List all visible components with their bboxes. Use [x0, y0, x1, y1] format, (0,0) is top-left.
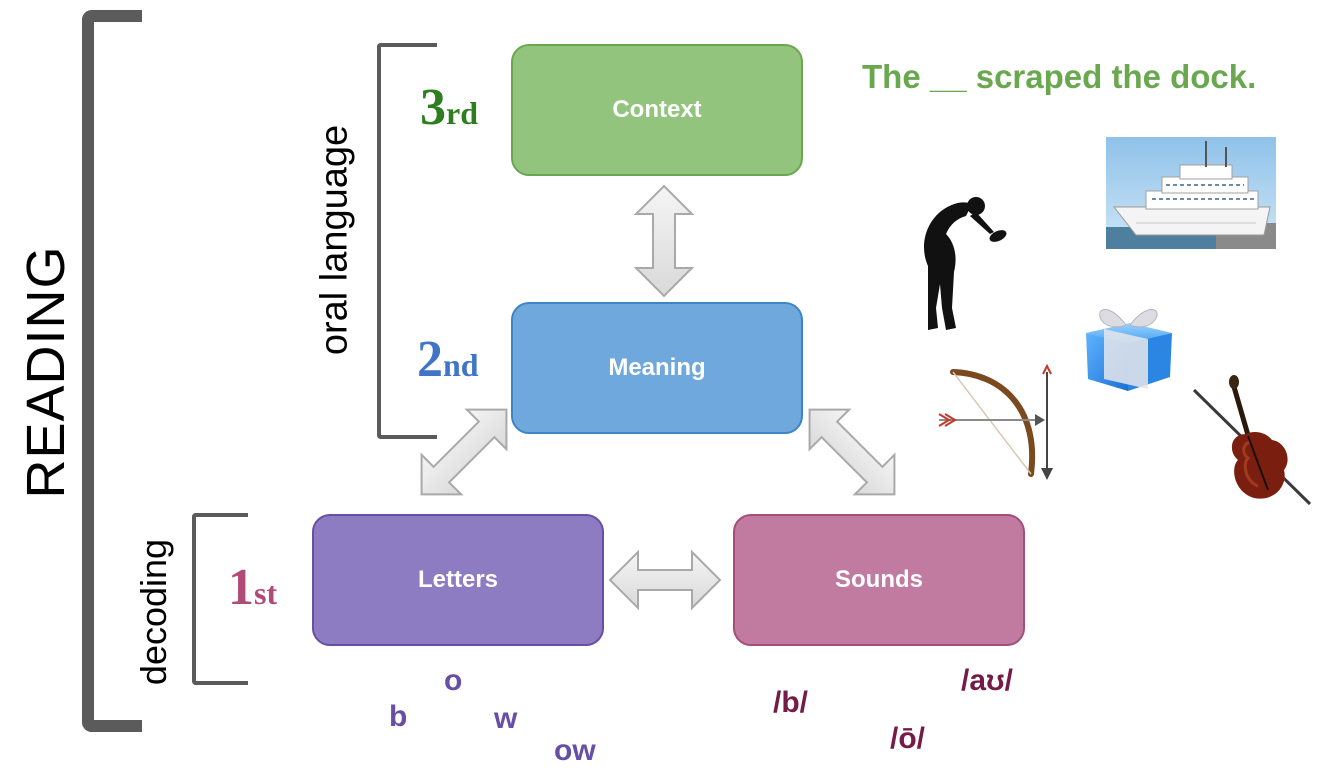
- ordinal-second-number: 2: [417, 331, 443, 388]
- reading-bracket: [82, 10, 142, 732]
- ordinal-third-suffix: rd: [446, 95, 478, 131]
- letter-fragment-o: o: [444, 664, 463, 697]
- ordinal-first-suffix: st: [254, 575, 278, 611]
- context-meaning-arrow: [633, 184, 695, 298]
- letter-fragment-w: w: [494, 702, 518, 735]
- ship-image: [1106, 137, 1276, 249]
- meaning-box: Meaning: [511, 302, 803, 434]
- reading-label: READING: [16, 245, 76, 499]
- oral-language-bracket: [377, 43, 437, 439]
- context-box: Context: [511, 44, 803, 176]
- meaning-box-label: Meaning: [608, 354, 706, 381]
- ordinal-third: 3rd: [420, 78, 478, 137]
- ordinal-second: 2nd: [417, 330, 479, 389]
- decoding-bracket: [192, 513, 248, 685]
- sounds-box-label: Sounds: [835, 566, 923, 593]
- ordinal-third-number: 3: [420, 79, 446, 136]
- oral-language-label: oral language: [313, 124, 356, 356]
- letter-fragment-ow: ow: [554, 734, 596, 767]
- sound-fragment-o: /ō/: [890, 722, 925, 755]
- decoding-label: decoding: [133, 538, 174, 686]
- sound-fragment-au: /aʊ/: [961, 664, 1013, 697]
- ordinal-first: 1st: [228, 558, 277, 617]
- letter-fragment-b: b: [389, 700, 408, 733]
- letters-box: Letters: [312, 514, 604, 646]
- letters-sounds-arrow: [608, 549, 722, 611]
- context-sentence: The __ scraped the dock.: [862, 58, 1257, 95]
- letters-box-label: Letters: [417, 566, 499, 593]
- meaning-sounds-arrow: [808, 408, 896, 496]
- bowing-man-image: [924, 197, 1007, 330]
- sounds-box: Sounds: [733, 514, 1025, 646]
- ordinal-second-suffix: nd: [443, 347, 479, 383]
- meaning-letters-arrow: [420, 408, 508, 496]
- ordinal-first-number: 1: [228, 559, 254, 616]
- bow-and-arrow-image: [938, 363, 1053, 480]
- sound-fragment-b: /b/: [773, 686, 808, 719]
- gift-box-image: [1086, 309, 1172, 391]
- violin-image: [1192, 375, 1312, 506]
- context-box-label: Context: [612, 96, 702, 123]
